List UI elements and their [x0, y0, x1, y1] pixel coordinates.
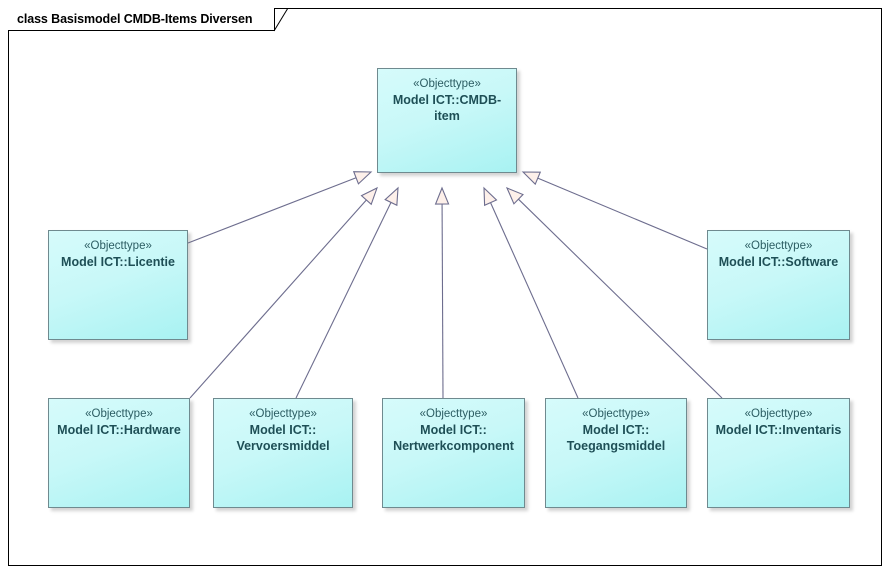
class-node-name: Model ICT::Software: [718, 255, 839, 270]
class-node-stereotype: «Objecttype»: [744, 240, 813, 252]
class-node-toegangsmiddel[interactable]: «Objecttype»Model ICT::Toegangsmiddel: [545, 398, 687, 508]
class-node-stereotype: «Objecttype»: [419, 408, 488, 420]
diagram-title-label: class Basismodel CMDB-Items Diversen: [17, 12, 253, 26]
class-node-stereotype: «Objecttype»: [85, 408, 153, 420]
diagram-title-tab: class Basismodel CMDB-Items Diversen: [8, 8, 276, 31]
class-node-name: Model ICT::: [420, 423, 487, 438]
class-node-name: Model ICT::: [582, 423, 650, 438]
class-node-text: «Objecttype»Model ICT::Vervoersmiddel: [214, 399, 352, 454]
class-node-text: «Objecttype»Model ICT::Nertwerkcomponent: [383, 399, 524, 454]
class-node-text: «Objecttype»Model ICT::Toegangsmiddel: [546, 399, 686, 454]
class-node-name: Toegangsmiddel: [566, 439, 666, 454]
class-node-name: Nertwerkcomponent: [393, 439, 514, 454]
class-node-name: Model ICT::Inventaris: [715, 423, 842, 438]
class-node-name: item: [434, 109, 460, 124]
class-node-stereotype: «Objecttype»: [249, 408, 317, 420]
class-node-cmdb-item[interactable]: «Objecttype»Model ICT::CMDB-item: [377, 68, 517, 173]
class-node-text: «Objecttype»Model ICT::Software: [708, 231, 849, 270]
class-node-text: «Objecttype»Model ICT::CMDB-item: [378, 69, 516, 124]
diagram-frame: [8, 8, 882, 566]
class-node-text: «Objecttype»Model ICT::Hardware: [49, 399, 189, 438]
class-node-name: Model ICT::Licentie: [61, 255, 175, 270]
class-node-inventaris[interactable]: «Objecttype»Model ICT::Inventaris: [707, 398, 850, 508]
class-node-stereotype: «Objecttype»: [582, 408, 650, 420]
class-node-name: Model ICT::Hardware: [57, 423, 181, 438]
class-node-hardware[interactable]: «Objecttype»Model ICT::Hardware: [48, 398, 190, 508]
class-node-stereotype: «Objecttype»: [413, 78, 481, 90]
class-node-name: Vervoersmiddel: [236, 439, 330, 454]
class-node-vervoersmiddel[interactable]: «Objecttype»Model ICT::Vervoersmiddel: [213, 398, 353, 508]
class-node-stereotype: «Objecttype»: [744, 408, 813, 420]
class-node-stereotype: «Objecttype»: [84, 240, 152, 252]
class-node-text: «Objecttype»Model ICT::Inventaris: [708, 399, 849, 438]
class-node-software[interactable]: «Objecttype»Model ICT::Software: [707, 230, 850, 340]
class-node-name: Model ICT::: [249, 423, 317, 438]
class-node-nertwerkcomponent[interactable]: «Objecttype»Model ICT::Nertwerkcomponent: [382, 398, 525, 508]
class-node-licentie[interactable]: «Objecttype»Model ICT::Licentie: [48, 230, 188, 340]
class-node-text: «Objecttype»Model ICT::Licentie: [49, 231, 187, 270]
class-node-name: Model ICT::CMDB-: [392, 93, 502, 108]
